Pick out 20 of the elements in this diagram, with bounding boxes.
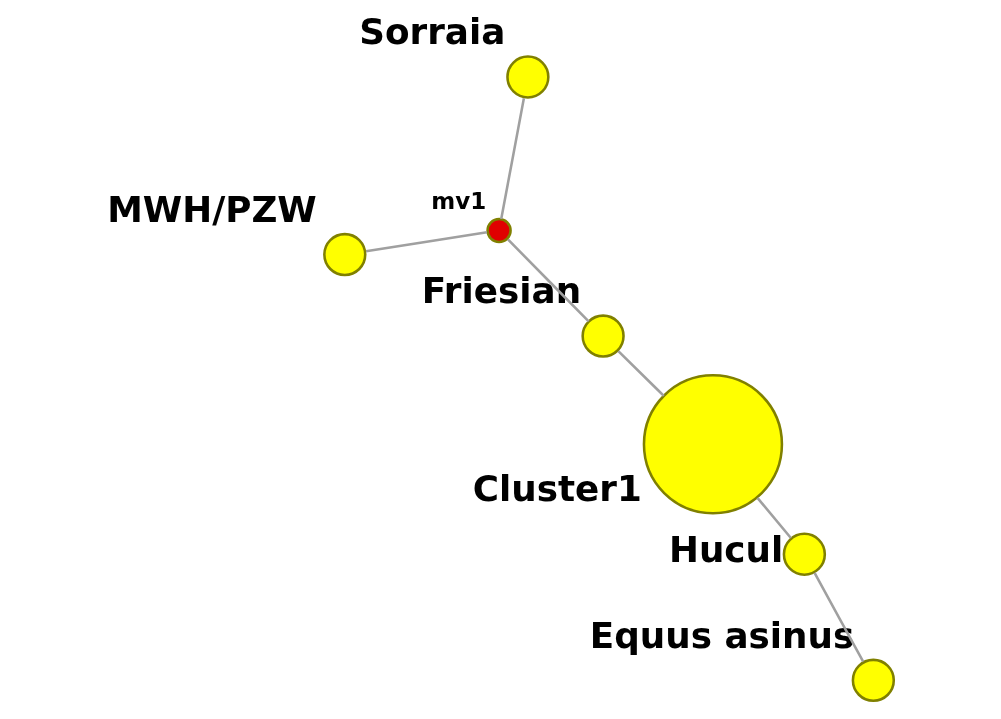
connector xyxy=(365,231,488,253)
node-circle xyxy=(323,232,367,277)
connector xyxy=(499,98,526,220)
node-label: Equus asinus xyxy=(589,614,855,656)
connector xyxy=(507,238,590,323)
node-label: Cluster1 xyxy=(472,468,642,509)
node-label: mv1 xyxy=(431,188,487,215)
connector xyxy=(813,572,865,663)
node-circle xyxy=(642,374,784,515)
node-circle xyxy=(581,314,625,358)
node-circle xyxy=(782,532,827,576)
node-label: MWH/PZW xyxy=(107,188,317,230)
node-label: Friesian xyxy=(421,270,582,312)
node-circle xyxy=(851,658,896,703)
node-circle xyxy=(506,55,550,99)
connector xyxy=(617,350,665,397)
connector xyxy=(756,497,792,539)
node-label: Hucul xyxy=(668,529,784,571)
node-label: Sorraia xyxy=(359,11,506,53)
node-circle xyxy=(486,217,512,244)
